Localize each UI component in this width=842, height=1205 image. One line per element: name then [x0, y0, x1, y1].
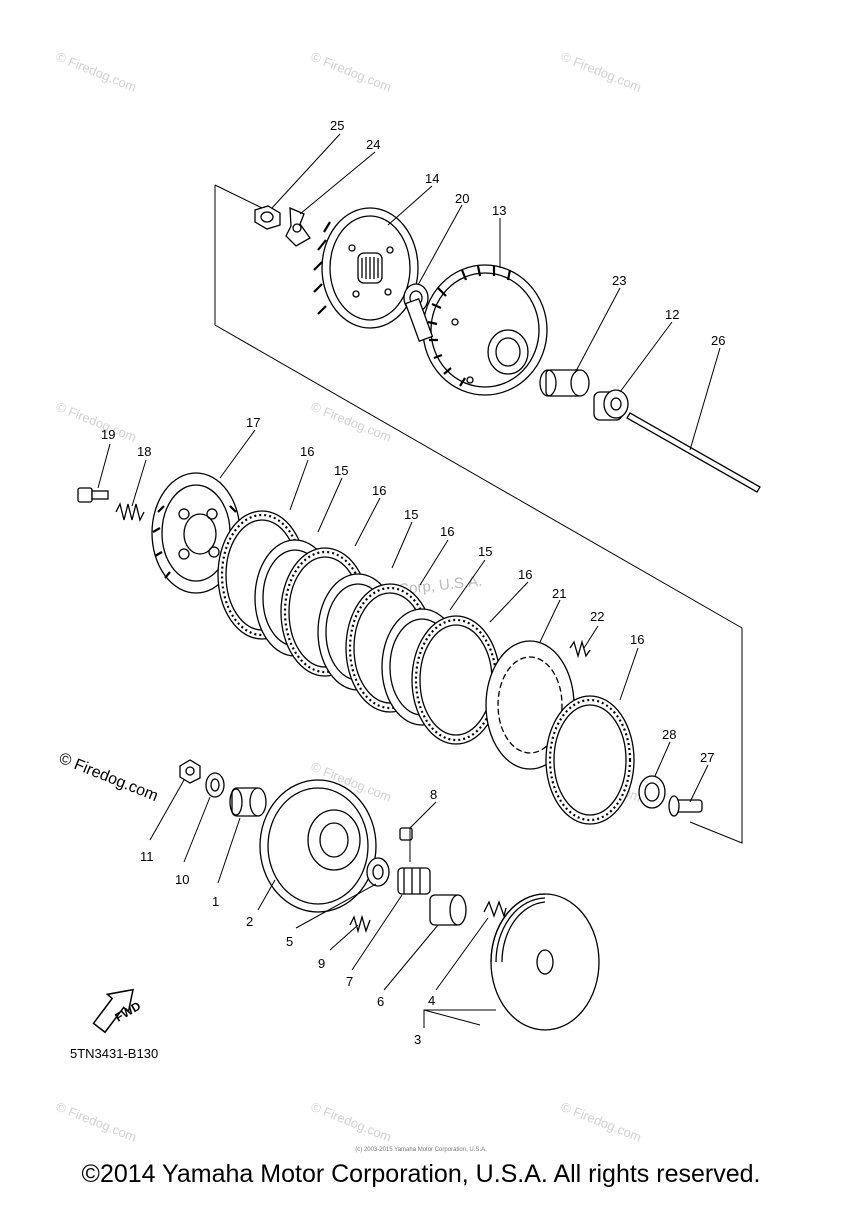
callout-label: 9 [318, 956, 325, 971]
callout-label: 15 [478, 544, 492, 559]
callout-label: 28 [662, 727, 676, 742]
watermark: © Firedog.com [309, 399, 394, 445]
callout-label: 12 [665, 307, 679, 322]
watermark: © Firedog.com [559, 49, 644, 95]
callout-label: 11 [140, 849, 154, 864]
part-washer-5 [366, 857, 390, 887]
callout-label: 10 [175, 872, 189, 887]
part-nut-25 [254, 205, 281, 230]
part-nut-11 [179, 759, 201, 784]
part-pin-22 [569, 639, 591, 659]
firedog-watermark: © Firedog.com [57, 750, 161, 805]
callout-label: 26 [711, 333, 725, 348]
callout-label: 6 [377, 994, 384, 1009]
part-clutch-boss-14 [313, 207, 419, 329]
fine-print: (c) 2003-2015 Yamaha Motor Corporation, … [355, 1147, 487, 1153]
figure-code: 5TN3431-B130 [70, 1046, 159, 1061]
watermark: © Firedog.com [559, 1099, 644, 1145]
part-spacer-23 [539, 369, 590, 397]
part-bushing-12 [593, 389, 629, 421]
part-bearing-28 [638, 775, 666, 809]
watermark: © Firedog.com [54, 399, 139, 445]
part-spring-18 [115, 502, 145, 522]
callout-label: 4 [428, 993, 435, 1008]
leader-lines [97, 133, 721, 1028]
callout-label: 3 [414, 1032, 421, 1047]
callout-label: 8 [430, 787, 437, 802]
callout-label: 16 [630, 632, 644, 647]
callout-label: 15 [404, 507, 418, 522]
watermark: © Firedog.com [54, 1099, 139, 1145]
callout-label: 2 [246, 914, 253, 929]
callout-label: 25 [330, 118, 344, 133]
callout-label: 19 [101, 427, 115, 442]
part-lock-washer-24 [285, 206, 311, 247]
part-push-rod-27 [668, 795, 703, 817]
callout-label: 20 [455, 191, 469, 206]
fwd-arrow-icon: FWD [92, 988, 143, 1034]
callout-label: 13 [492, 203, 506, 218]
callout-label: 21 [552, 586, 566, 601]
callout-label: 14 [425, 171, 439, 186]
callout-label: 23 [612, 273, 626, 288]
callout-label: 17 [246, 415, 260, 430]
callout-label: 27 [700, 750, 714, 765]
callout-label: 16 [300, 444, 314, 459]
callout-label: 24 [366, 137, 380, 152]
callout-label: 22 [590, 609, 604, 624]
part-push-rod-26 [626, 412, 761, 493]
part-bolt-19 [77, 487, 109, 503]
callout-label: 5 [286, 934, 293, 949]
callout-label: 15 [334, 463, 348, 478]
callout-label: 1 [212, 894, 219, 909]
part-cage-7 [397, 867, 431, 895]
part-friction-plate-16-d [411, 615, 501, 745]
part-washer-10 [205, 772, 225, 798]
part-pin-8 [399, 827, 413, 841]
part-spring-4 [483, 900, 507, 919]
callout-label: 16 [372, 483, 386, 498]
watermark: © Firedog.com [309, 1099, 394, 1145]
callout-label: 16 [518, 567, 532, 582]
watermark: © Firedog.com [309, 49, 394, 95]
part-spring-9 [349, 914, 371, 934]
part-clutch-housing-13 [404, 264, 548, 396]
part-clutch-drum-3 [490, 893, 600, 1031]
callout-label: 16 [440, 524, 454, 539]
watermark: © Firedog.com [54, 49, 139, 95]
part-bearing-6 [429, 894, 467, 926]
part-one-way-clutch-2 [259, 779, 377, 913]
assembly-frame [214, 184, 743, 844]
callout-labels: 25 24 14 20 13 23 12 26 19 18 17 16 15 1… [101, 118, 725, 1047]
part-friction-plate-16-e [545, 695, 635, 825]
callout-label: 18 [137, 444, 151, 459]
callout-label: 7 [346, 974, 353, 989]
part-bushing-1 [229, 787, 267, 817]
copyright-footer: ©2014 Yamaha Motor Corporation, U.S.A. A… [81, 1160, 761, 1188]
